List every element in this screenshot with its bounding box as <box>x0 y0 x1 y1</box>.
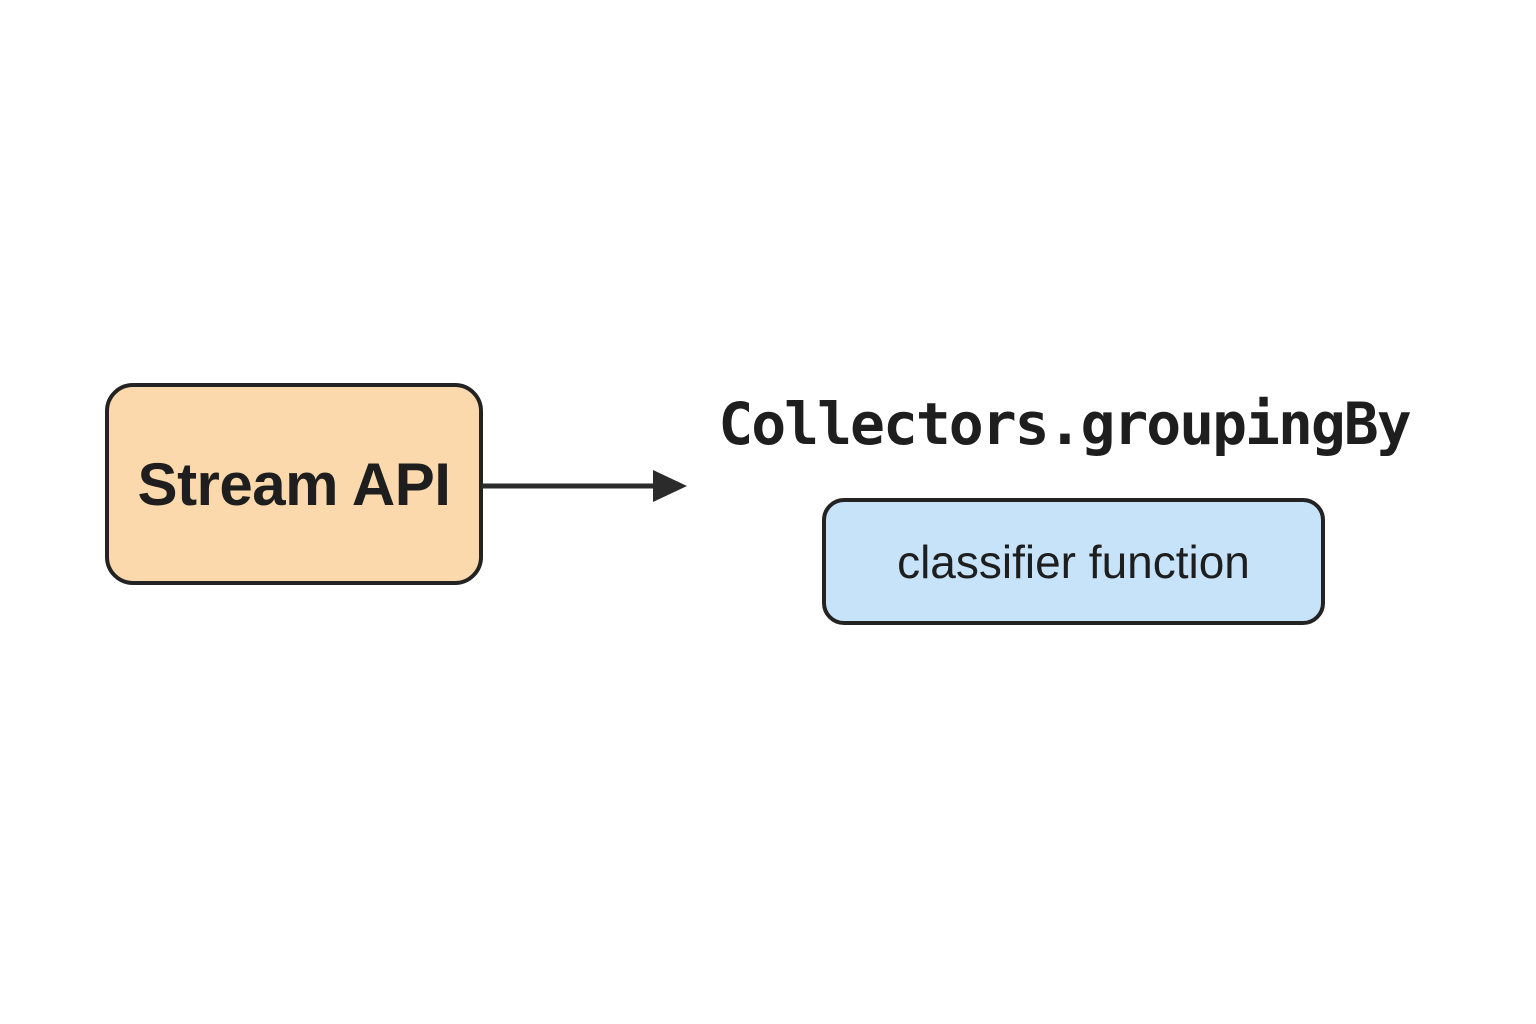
arrowhead-icon <box>653 470 687 502</box>
classifier-function-label: classifier function <box>897 535 1250 588</box>
arrow-connector <box>481 470 687 502</box>
stream-api-node: Stream API <box>105 383 483 585</box>
stream-api-label: Stream API <box>137 450 451 518</box>
collectors-groupingby-label: Collectors.groupingBy <box>718 390 1411 458</box>
classifier-function-node: classifier function <box>822 498 1325 625</box>
